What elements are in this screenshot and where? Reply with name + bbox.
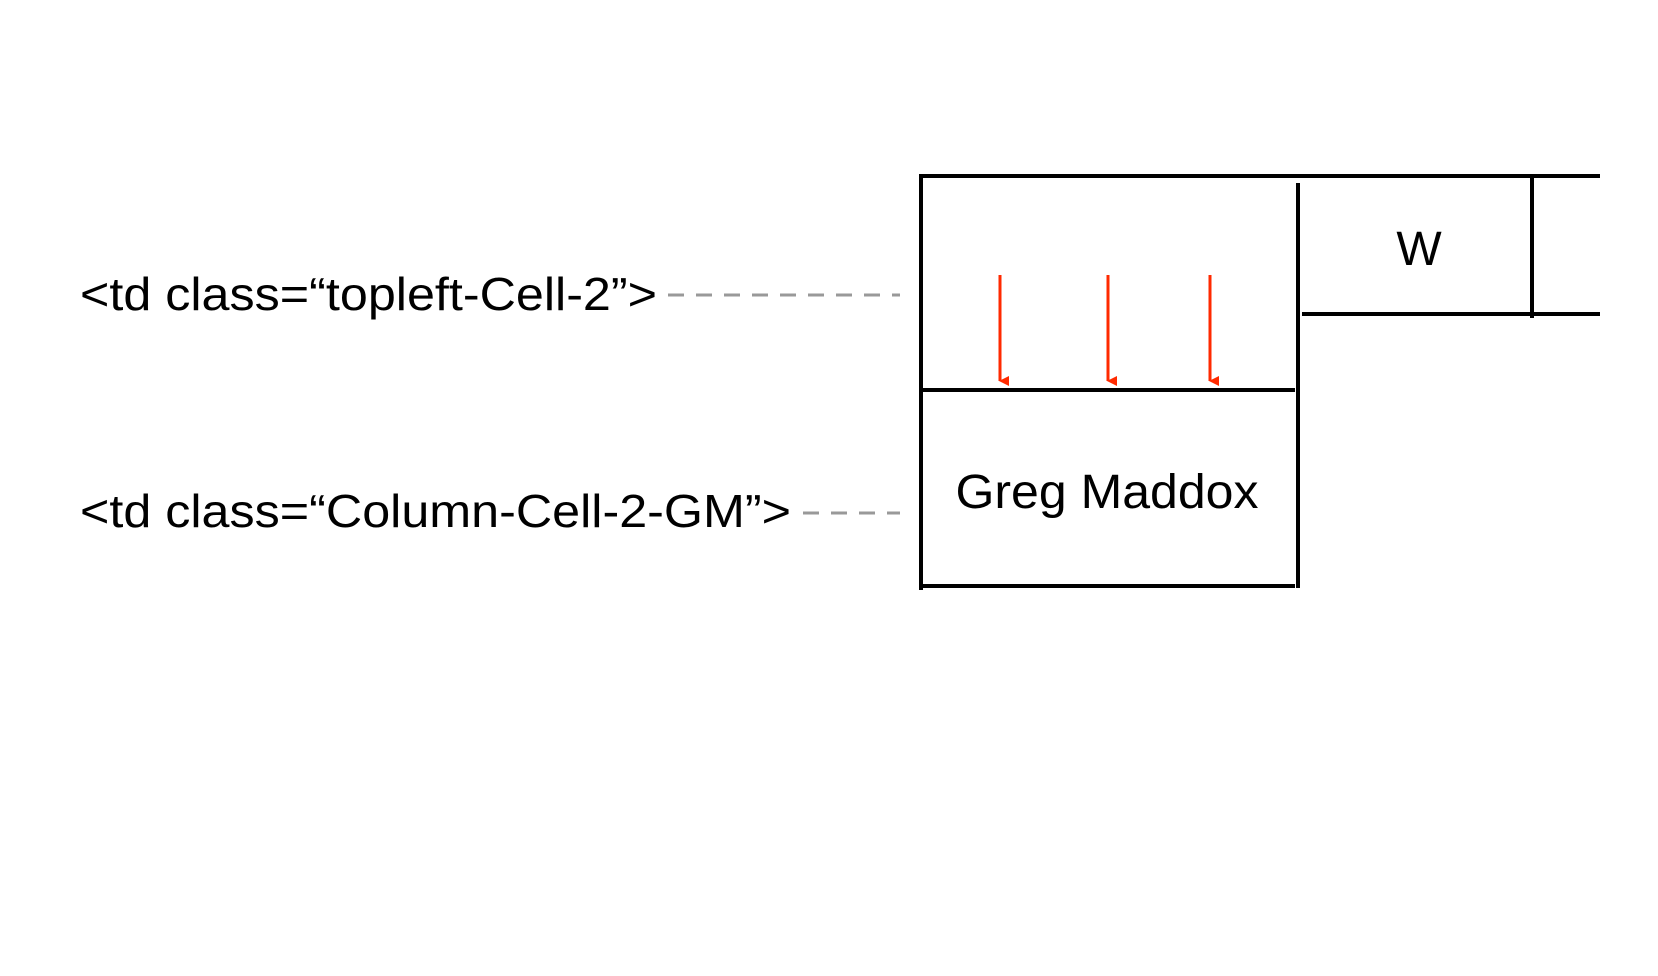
- label-column-cell: <td class=“Column-Cell-2-GM”>: [80, 485, 791, 537]
- table-grid: [919, 174, 1600, 590]
- header-cell-w: W: [1396, 223, 1442, 276]
- downward-arrows: [998, 275, 1219, 386]
- label-topleft-cell: <td class=“topleft-Cell-2”>: [80, 268, 657, 320]
- column-cell-greg-maddox: Greg Maddox: [956, 466, 1259, 519]
